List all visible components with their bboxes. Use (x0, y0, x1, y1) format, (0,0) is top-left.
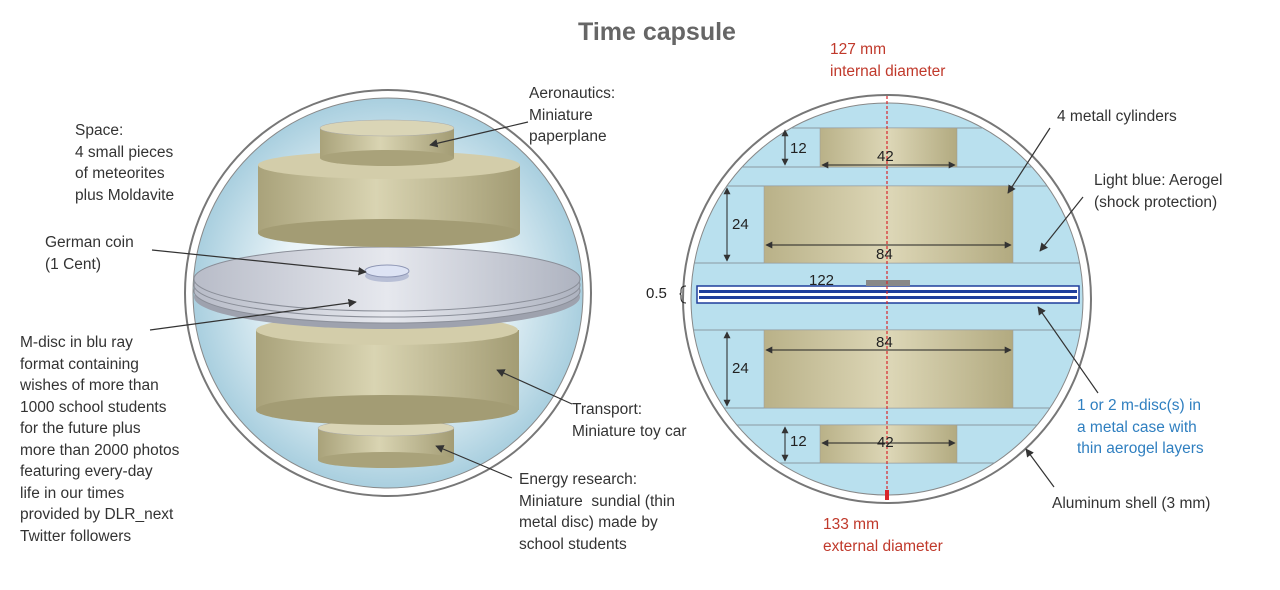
arrow-mdisc (149, 298, 357, 331)
arrow-mdisc-case (1037, 306, 1099, 394)
coin (364, 264, 410, 282)
bottom-large-cylinder (256, 315, 519, 425)
dim-12-top: 12 (790, 140, 807, 157)
label-external-diameter: 133 mm external diameter (823, 516, 943, 555)
dim-24-bottom: 24 (732, 360, 749, 377)
dim-122: 122 (809, 272, 834, 289)
diagram-title: Time capsule (578, 18, 736, 46)
top-small-cylinder (319, 119, 455, 166)
label-aluminum-shell: Aluminum shell (3 mm) (1052, 495, 1211, 512)
arrow-cylinders (1007, 127, 1051, 194)
dim-42-top: 42 (877, 148, 894, 165)
arrow-transport (496, 369, 573, 405)
label-mdisc: M-disc in blu ray format containing wish… (20, 334, 180, 545)
bottom-small-cylinder (317, 419, 455, 468)
label-aeronautics: Aeronautics: Miniature paperplane (529, 85, 616, 145)
arrow-energy (435, 445, 513, 479)
sundial-plate (866, 280, 910, 286)
m-disc-stack (193, 246, 581, 329)
arrow-shell (1025, 448, 1055, 488)
label-energy: Energy research: Miniature sundial (thin… (519, 471, 675, 553)
dim-12-bottom: 12 (790, 433, 807, 450)
label-internal-diameter: 127 mm internal diameter (830, 41, 946, 80)
label-mdisc-case: 1 or 2 m-disc(s) in a metal case with th… (1077, 397, 1204, 457)
dim-0-5: 0.5 (646, 285, 667, 302)
arrow-aeronautics (429, 121, 529, 148)
arrow-aerogel (1039, 196, 1084, 252)
dim-84-top: 84 (876, 246, 893, 263)
top-large-cylinder (258, 151, 520, 247)
label-aerogel: Light blue: Aerogel (shock protection) (1094, 172, 1223, 211)
cylinder-bottom-large (763, 329, 1014, 409)
dim-42-bottom: 42 (877, 434, 894, 451)
capsule-3d-view (149, 89, 592, 497)
cylinder-top-small (819, 127, 958, 168)
label-space: Space: 4 small pieces of meteorites plus… (75, 122, 175, 204)
dim-84-bottom: 84 (876, 334, 893, 351)
label-transport: Transport: Miniature toy car (572, 401, 687, 440)
cylinder-top-large (763, 185, 1014, 264)
dim-24-top: 24 (732, 216, 749, 233)
capsule-cross-section: 12 42 24 84 122 0.5 84 24 12 42 (646, 94, 1099, 504)
label-coin: German coin (1 Cent) (45, 234, 134, 273)
m-disc-case (696, 280, 1080, 304)
arrow-coin (151, 249, 367, 276)
label-metal-cylinders: 4 metall cylinders (1057, 108, 1177, 125)
